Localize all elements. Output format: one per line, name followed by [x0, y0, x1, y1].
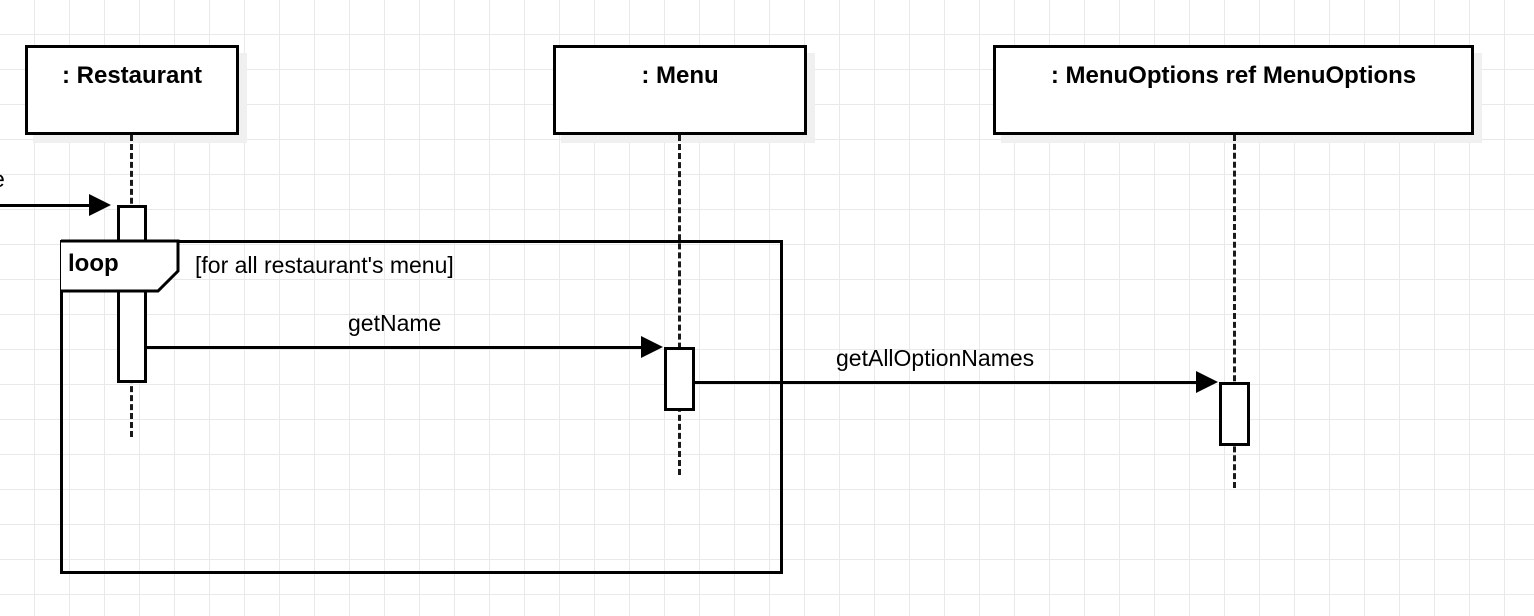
- participant-menu[interactable]: : Menu: [553, 45, 807, 135]
- get-name-message-line[interactable]: [145, 346, 643, 349]
- incoming-message-label-clipped: e: [0, 168, 5, 191]
- participant-restaurant[interactable]: : Restaurant: [25, 45, 239, 135]
- get-all-option-names-message-arrowhead: [1196, 371, 1218, 393]
- participant-restaurant-label: : Restaurant: [61, 62, 203, 89]
- incoming-message-line[interactable]: [0, 204, 92, 207]
- get-all-option-names-message-label: getAllOptionNames: [836, 345, 1035, 371]
- lifeline-menuoptions: [1233, 135, 1236, 488]
- activation-restaurant[interactable]: [117, 205, 147, 383]
- loop-operator-text: loop: [68, 250, 119, 277]
- lifeline-menu: [678, 135, 681, 475]
- loop-fragment-frame[interactable]: [60, 240, 783, 574]
- activation-menu[interactable]: [664, 347, 695, 411]
- participant-menuoptions[interactable]: : MenuOptions ref MenuOptions: [993, 45, 1474, 135]
- participant-menu-label: : Menu: [641, 62, 719, 89]
- loop-fragment-operator-outline: [61, 239, 180, 293]
- get-name-message-arrowhead: [641, 336, 663, 358]
- incoming-message-arrowhead: [89, 194, 111, 216]
- loop-fragment-guard-label: [for all restaurant's menu]: [195, 252, 454, 278]
- activation-menuoptions[interactable]: [1219, 382, 1250, 446]
- participant-menuoptions-label: : MenuOptions ref MenuOptions: [1050, 62, 1417, 89]
- loop-fragment-operator-label: loop: [68, 252, 138, 282]
- get-name-message-label: getName: [348, 310, 442, 336]
- get-all-option-names-message-line[interactable]: [693, 381, 1198, 384]
